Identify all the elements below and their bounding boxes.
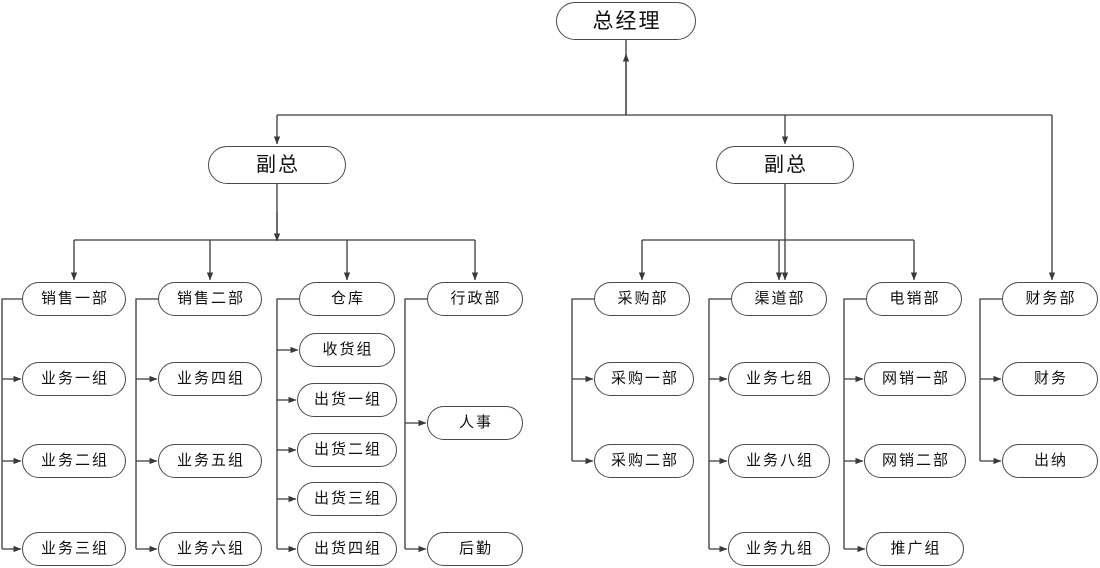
org-node-g4[interactable]: 业务四组 xyxy=(158,362,262,396)
org-node-label: 出货一组 xyxy=(313,391,382,408)
org-node-label: 副总 xyxy=(764,154,808,176)
org-node-label: 网销一部 xyxy=(881,370,950,387)
org-node-label: 业务一组 xyxy=(40,370,109,387)
org-node-label: 渠道部 xyxy=(754,290,806,307)
org-node-label: 人事 xyxy=(458,414,493,431)
org-node-label: 业务二组 xyxy=(40,452,109,469)
org-node-g1[interactable]: 业务一组 xyxy=(22,362,126,396)
org-node-gm[interactable]: 总经理 xyxy=(556,2,696,40)
org-node-g8[interactable]: 业务八组 xyxy=(728,444,830,478)
org-node-vp_left[interactable]: 副总 xyxy=(208,146,346,184)
org-node-g9[interactable]: 业务九组 xyxy=(728,532,830,566)
org-node-g7[interactable]: 业务七组 xyxy=(728,362,830,396)
org-node-telesales[interactable]: 电销部 xyxy=(866,282,962,316)
org-node-label: 业务九组 xyxy=(745,540,814,557)
org-node-admin[interactable]: 行政部 xyxy=(427,282,523,316)
org-node-label: 仓库 xyxy=(330,290,365,307)
org-node-ws1[interactable]: 出货一组 xyxy=(297,383,397,417)
org-node-label: 销售二部 xyxy=(176,290,245,307)
org-node-ws3[interactable]: 出货三组 xyxy=(297,482,397,516)
org-node-cash[interactable]: 出纳 xyxy=(1002,444,1098,478)
org-node-label: 业务七组 xyxy=(745,370,814,387)
org-node-label: 副总 xyxy=(256,154,300,176)
org-node-vp_right[interactable]: 副总 xyxy=(716,146,854,184)
org-node-label: 采购二部 xyxy=(610,452,679,469)
org-node-p2[interactable]: 采购二部 xyxy=(594,444,694,478)
org-node-finance[interactable]: 财务部 xyxy=(1002,282,1098,316)
org-node-fin[interactable]: 财务 xyxy=(1002,362,1098,396)
org-node-p1[interactable]: 采购一部 xyxy=(594,362,694,396)
org-node-label: 收货组 xyxy=(322,341,374,358)
org-node-label: 财务部 xyxy=(1025,290,1077,307)
org-node-label: 出货二组 xyxy=(313,441,382,458)
org-node-label: 网销二部 xyxy=(881,452,950,469)
org-node-label: 财务 xyxy=(1033,370,1068,387)
org-node-sales1[interactable]: 销售一部 xyxy=(22,282,126,316)
org-node-lg[interactable]: 后勤 xyxy=(427,532,523,566)
org-node-purchase[interactable]: 采购部 xyxy=(594,282,690,316)
org-node-label: 后勤 xyxy=(458,540,493,557)
org-node-label: 业务六组 xyxy=(176,540,245,557)
org-node-label: 行政部 xyxy=(450,290,502,307)
org-node-label: 业务八组 xyxy=(745,452,814,469)
org-node-label: 推广组 xyxy=(890,540,942,557)
org-node-label: 电销部 xyxy=(889,290,941,307)
org-node-sales2[interactable]: 销售二部 xyxy=(158,282,262,316)
org-node-ws4[interactable]: 出货四组 xyxy=(297,532,397,566)
org-node-g6[interactable]: 业务六组 xyxy=(158,532,262,566)
org-node-pg[interactable]: 推广组 xyxy=(866,532,964,566)
org-node-g3[interactable]: 业务三组 xyxy=(22,532,126,566)
org-node-g2[interactable]: 业务二组 xyxy=(22,444,126,478)
org-node-label: 出货三组 xyxy=(313,490,382,507)
org-node-label: 采购部 xyxy=(617,290,669,307)
org-node-label: 业务五组 xyxy=(176,452,245,469)
org-node-label: 出纳 xyxy=(1033,452,1068,469)
org-node-ws2[interactable]: 出货二组 xyxy=(297,433,397,467)
org-node-n1[interactable]: 网销一部 xyxy=(864,362,966,396)
org-node-g5[interactable]: 业务五组 xyxy=(158,444,262,478)
org-node-label: 业务三组 xyxy=(40,540,109,557)
org-node-hr[interactable]: 人事 xyxy=(427,406,523,440)
org-node-n2[interactable]: 网销二部 xyxy=(864,444,966,478)
org-node-label: 采购一部 xyxy=(610,370,679,387)
org-node-warehouse[interactable]: 仓库 xyxy=(299,282,395,316)
org-node-channel[interactable]: 渠道部 xyxy=(731,282,827,316)
org-node-label: 出货四组 xyxy=(313,540,382,557)
org-node-label: 业务四组 xyxy=(176,370,245,387)
org-node-label: 总经理 xyxy=(592,8,662,33)
org-node-wr[interactable]: 收货组 xyxy=(299,333,395,367)
org-node-label: 销售一部 xyxy=(40,290,109,307)
